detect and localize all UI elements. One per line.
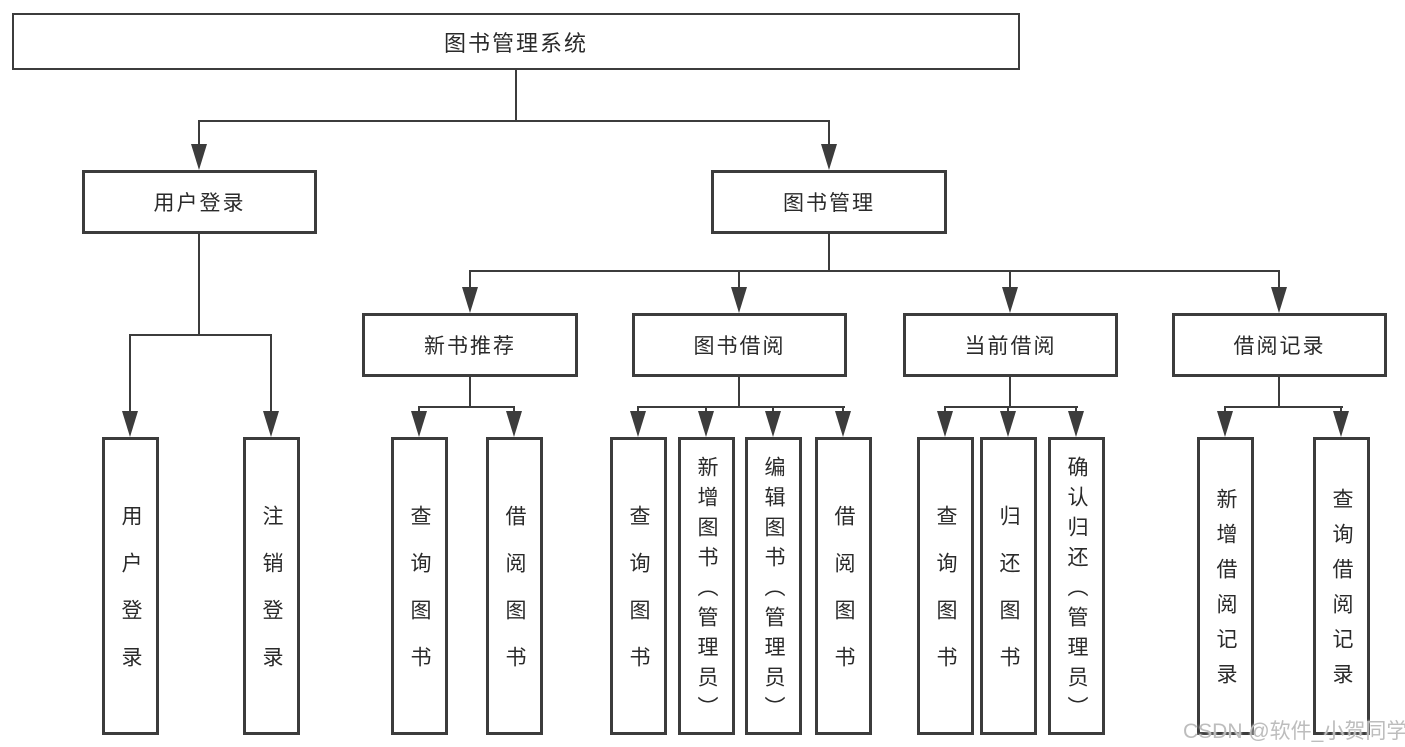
arrowhead (1271, 287, 1287, 313)
leaf-borrow-books: 借阅图书 (815, 437, 872, 735)
arrowhead (1002, 287, 1018, 313)
connector-g2-stem (738, 377, 740, 407)
leaf-label: 用户登录 (119, 505, 142, 693)
leaf-label: 借阅图书 (832, 505, 855, 693)
connector-mgmt-drop-2 (738, 270, 740, 292)
node-book-borrow-label: 图书借阅 (693, 335, 786, 358)
leaf-label: 查询图书 (934, 505, 957, 693)
arrowhead (1333, 411, 1349, 437)
connector-mgmt-stem (828, 234, 830, 272)
arrowhead (462, 287, 478, 313)
connector-mgmt-rail (469, 270, 1280, 272)
leaf-label: 新增借阅记录 (1214, 488, 1237, 698)
connector-g3-rail (944, 406, 1078, 408)
leaf-query-borrow-record: 查询借阅记录 (1313, 437, 1370, 735)
arrowhead (1217, 411, 1233, 437)
arrowhead (765, 411, 781, 437)
leaf-label: 查询图书 (627, 505, 650, 693)
leaf-label: 归还图书 (997, 505, 1020, 693)
connector-g4-stem (1278, 377, 1280, 407)
node-borrow-records: 借阅记录 (1172, 313, 1387, 377)
arrowhead (821, 144, 837, 170)
connector-g2-rail (637, 406, 845, 408)
leaf-label: 借阅图书 (503, 505, 526, 693)
connector-mgmt-drop-1 (469, 270, 471, 292)
node-new-book-rec: 新书推荐 (362, 313, 578, 377)
leaf-current-query-books: 查询图书 (917, 437, 974, 735)
csdn-watermark: CSDN @软件_小贺同学 (1183, 720, 1405, 743)
node-borrow-records-label: 借阅记录 (1233, 335, 1326, 358)
leaf-label: 确认归还（管理员） (1065, 455, 1088, 726)
arrowhead (630, 411, 646, 437)
arrowhead (1068, 411, 1084, 437)
arrowhead (191, 144, 207, 170)
node-root-label: 图书管理系统 (443, 30, 588, 56)
node-root: 图书管理系统 (12, 13, 1020, 70)
arrowhead (835, 411, 851, 437)
arrowhead (506, 411, 522, 437)
arrowhead (937, 411, 953, 437)
leaf-label: 编辑图书（管理员） (762, 455, 785, 726)
connector-mgmt-drop-4 (1278, 270, 1280, 292)
leaf-add-books-admin: 新增图书（管理员） (678, 437, 735, 735)
leaf-rec-query-books: 查询图书 (391, 437, 448, 735)
leaf-borrow-query-books: 查询图书 (610, 437, 667, 735)
leaf-add-borrow-record: 新增借阅记录 (1197, 437, 1254, 735)
arrowhead (411, 411, 427, 437)
arrowhead (263, 411, 279, 437)
leaf-user-login: 用户登录 (102, 437, 159, 735)
node-current-borrow: 当前借阅 (903, 313, 1118, 377)
node-book-borrow: 图书借阅 (632, 313, 847, 377)
node-user-login: 用户登录 (82, 170, 317, 234)
connector-mgmt-drop-3 (1009, 270, 1011, 292)
leaf-edit-books-admin: 编辑图书（管理员） (745, 437, 802, 735)
connector-login-drop-2 (270, 334, 272, 416)
connector-login-stem (198, 234, 200, 336)
arrowhead (698, 411, 714, 437)
leaf-label: 注销登录 (260, 505, 283, 693)
node-current-borrow-label: 当前借阅 (964, 335, 1057, 358)
arrowhead (1000, 411, 1016, 437)
leaf-rec-borrow-books: 借阅图书 (486, 437, 543, 735)
node-book-mgmt: 图书管理 (711, 170, 947, 234)
connector-root-drop-right (828, 120, 830, 150)
leaf-logout: 注销登录 (243, 437, 300, 735)
leaf-return-books: 归还图书 (980, 437, 1037, 735)
arrowhead (122, 411, 138, 437)
connector-root-drop-left (198, 120, 200, 150)
leaf-confirm-return-admin: 确认归还（管理员） (1048, 437, 1105, 735)
node-book-mgmt-label: 图书管理 (783, 192, 875, 215)
connector-g1-stem (469, 377, 471, 407)
connector-login-drop-1 (129, 334, 131, 416)
connector-g3-stem (1009, 377, 1011, 407)
connector-root-stem (515, 70, 517, 121)
leaf-label: 查询图书 (408, 505, 431, 693)
connector-g4-rail (1224, 406, 1343, 408)
node-new-book-rec-label: 新书推荐 (424, 335, 516, 358)
connector-login-rail (129, 334, 272, 336)
node-user-login-label: 用户登录 (153, 192, 246, 215)
connector-g1-rail (418, 406, 515, 408)
arrowhead (731, 287, 747, 313)
leaf-label: 查询借阅记录 (1330, 488, 1353, 698)
leaf-label: 新增图书（管理员） (695, 455, 718, 726)
connector-root-rail (198, 120, 830, 122)
